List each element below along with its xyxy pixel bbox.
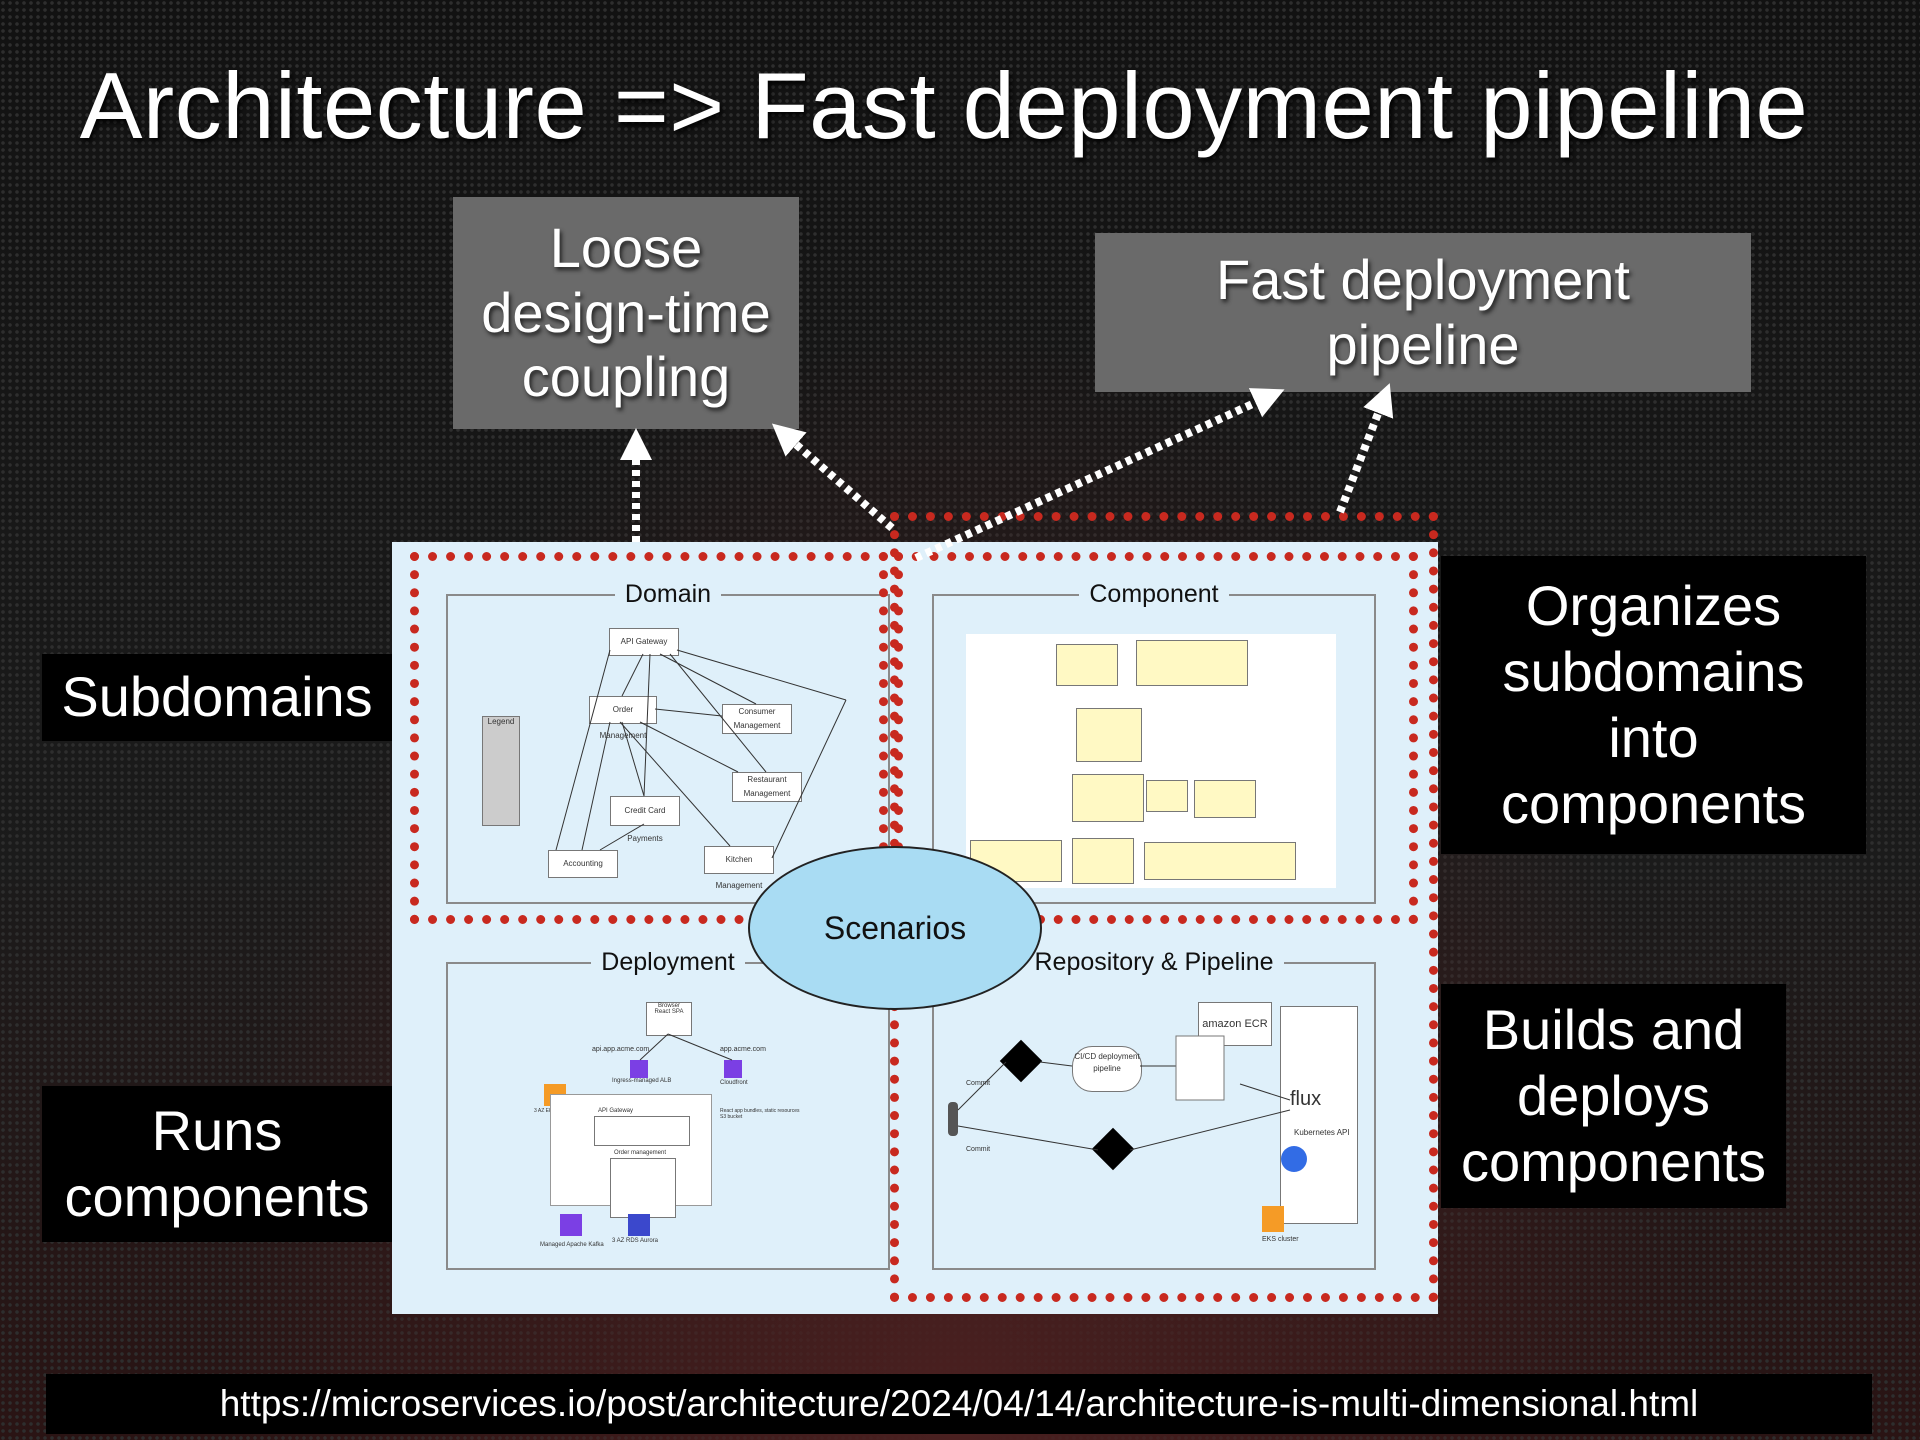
arrow-to-fast-pipeline-1 (914, 388, 1285, 562)
repo-edge (1039, 1061, 1073, 1067)
repository-pipeline-panel: Repository & Pipeline (932, 948, 1376, 1270)
kafka-label: Managed Apache Kafka (540, 1242, 604, 1248)
domain-edge (659, 653, 757, 705)
eks-cluster-label: EKS cluster (1262, 1236, 1299, 1243)
deployment-panel: Deployment (446, 948, 890, 1270)
app-host-label: app.acme.com (720, 1046, 766, 1053)
domain-node-restaurant-management: Restaurant Management (732, 772, 802, 802)
subdomains-label: Subdomains (61, 665, 373, 729)
scenarios-ellipse: Scenarios (748, 846, 1042, 1010)
commit-label-1: Commit (966, 1080, 991, 1087)
api-host-label: api.app.acme.com (592, 1046, 650, 1053)
domain-panel-title: Domain (614, 580, 722, 608)
loose-coupling-box: Loose design-time coupling (453, 197, 799, 429)
source-url: https://microservices.io/post/architectu… (46, 1374, 1872, 1434)
repo-edge (957, 1125, 1099, 1151)
repo-edge (1129, 1109, 1291, 1151)
component-diagram-image (966, 634, 1336, 888)
kafka-icon (560, 1214, 582, 1236)
domain-edge (669, 653, 767, 773)
arrow-to-fast-pipeline-2 (1336, 383, 1394, 514)
subdomains-box: Subdomains (42, 654, 392, 741)
organizes-label: Organizes subdomains into components (1500, 573, 1807, 836)
eks-cluster-node (1280, 1006, 1358, 1224)
runs-components-box: Runs components (42, 1086, 392, 1242)
kubernetes-icon (1281, 1146, 1307, 1172)
domain-node-kitchen-management: Kitchen Management (704, 846, 774, 890)
domain-edge (621, 653, 644, 697)
builds-deploys-label: Builds and deploys components (1460, 997, 1767, 1194)
domain-edge (771, 699, 847, 859)
domain-node-order-management: Order Management (589, 696, 657, 740)
deployment-panel-title: Deployment (591, 948, 745, 976)
api-gateway-deploy-label: API Gateway (598, 1108, 634, 1114)
domain-node-api-gateway: API Gateway (609, 628, 679, 656)
eks-cluster-region (550, 1094, 712, 1206)
domain-edge (676, 649, 847, 701)
eks-icon (1262, 1206, 1284, 1232)
domain-edge (599, 823, 645, 851)
rds-label: 3 AZ RDS Aurora (612, 1238, 659, 1244)
kubernetes-api-label: Kubernetes API (1294, 1128, 1350, 1137)
fast-pipeline-label: Fast deployment pipeline (1216, 247, 1630, 376)
rds-icon (628, 1214, 650, 1236)
domain-node-consumer-management: Consumer Management (722, 704, 792, 734)
organizes-box: Organizes subdomains into components (1441, 556, 1866, 854)
cloudfront-label: Cloudfront (720, 1080, 748, 1086)
component-panel: Component (932, 580, 1376, 904)
fast-pipeline-box: Fast deployment pipeline (1095, 233, 1751, 392)
loose-coupling-label: Loose design-time coupling (481, 215, 771, 409)
domain-edge (654, 708, 723, 717)
repository-panel-title: Repository & Pipeline (1024, 948, 1284, 976)
domain-panel: Domain (446, 580, 890, 904)
domain-edge (619, 721, 731, 847)
s3-label: React app bundles, static resources S3 b… (720, 1108, 800, 1120)
runs-components-label: Runs components (64, 1098, 370, 1228)
builds-deploys-box: Builds and deploys components (1441, 984, 1786, 1208)
flux-label: flux (1290, 1088, 1322, 1110)
domain-edge (643, 653, 651, 797)
repo-edge (957, 1061, 1007, 1111)
subdomains-region (410, 552, 888, 924)
deploy-edge (667, 1033, 733, 1061)
developer-icon (948, 1102, 958, 1136)
domain-edge (581, 721, 611, 851)
ingress-label: Ingress-managed ALB (612, 1078, 672, 1084)
deploy-edge (639, 1033, 669, 1061)
cloudfront-icon (724, 1060, 742, 1078)
domain-node-credit-card-payments: Credit Card Payments (610, 796, 680, 843)
domain-edge (555, 649, 611, 851)
domain-legend: Legend (482, 716, 520, 826)
cicd-pipeline-node: CI/CD deployment pipeline (1072, 1046, 1142, 1092)
ingress-alb-icon (630, 1060, 648, 1078)
slide-title: Architecture => Fast deployment pipeline (79, 53, 1809, 158)
api-gateway-deploy-node (594, 1116, 690, 1146)
component-panel-title: Component (1079, 580, 1229, 608)
ecr-container (1175, 1035, 1225, 1101)
repo-edge (1239, 1083, 1291, 1101)
order-mgmt-deploy-node (610, 1158, 676, 1218)
domain-edge (621, 721, 645, 797)
scenarios-label: Scenarios (823, 909, 967, 946)
commit-label-2: Commit (966, 1146, 991, 1153)
arrow-to-loose-coupling-2 (771, 423, 895, 532)
domain-node-accounting: Accounting (548, 850, 618, 878)
domain-edge (639, 721, 739, 773)
order-mgmt-deploy-label: Order management (614, 1150, 667, 1156)
